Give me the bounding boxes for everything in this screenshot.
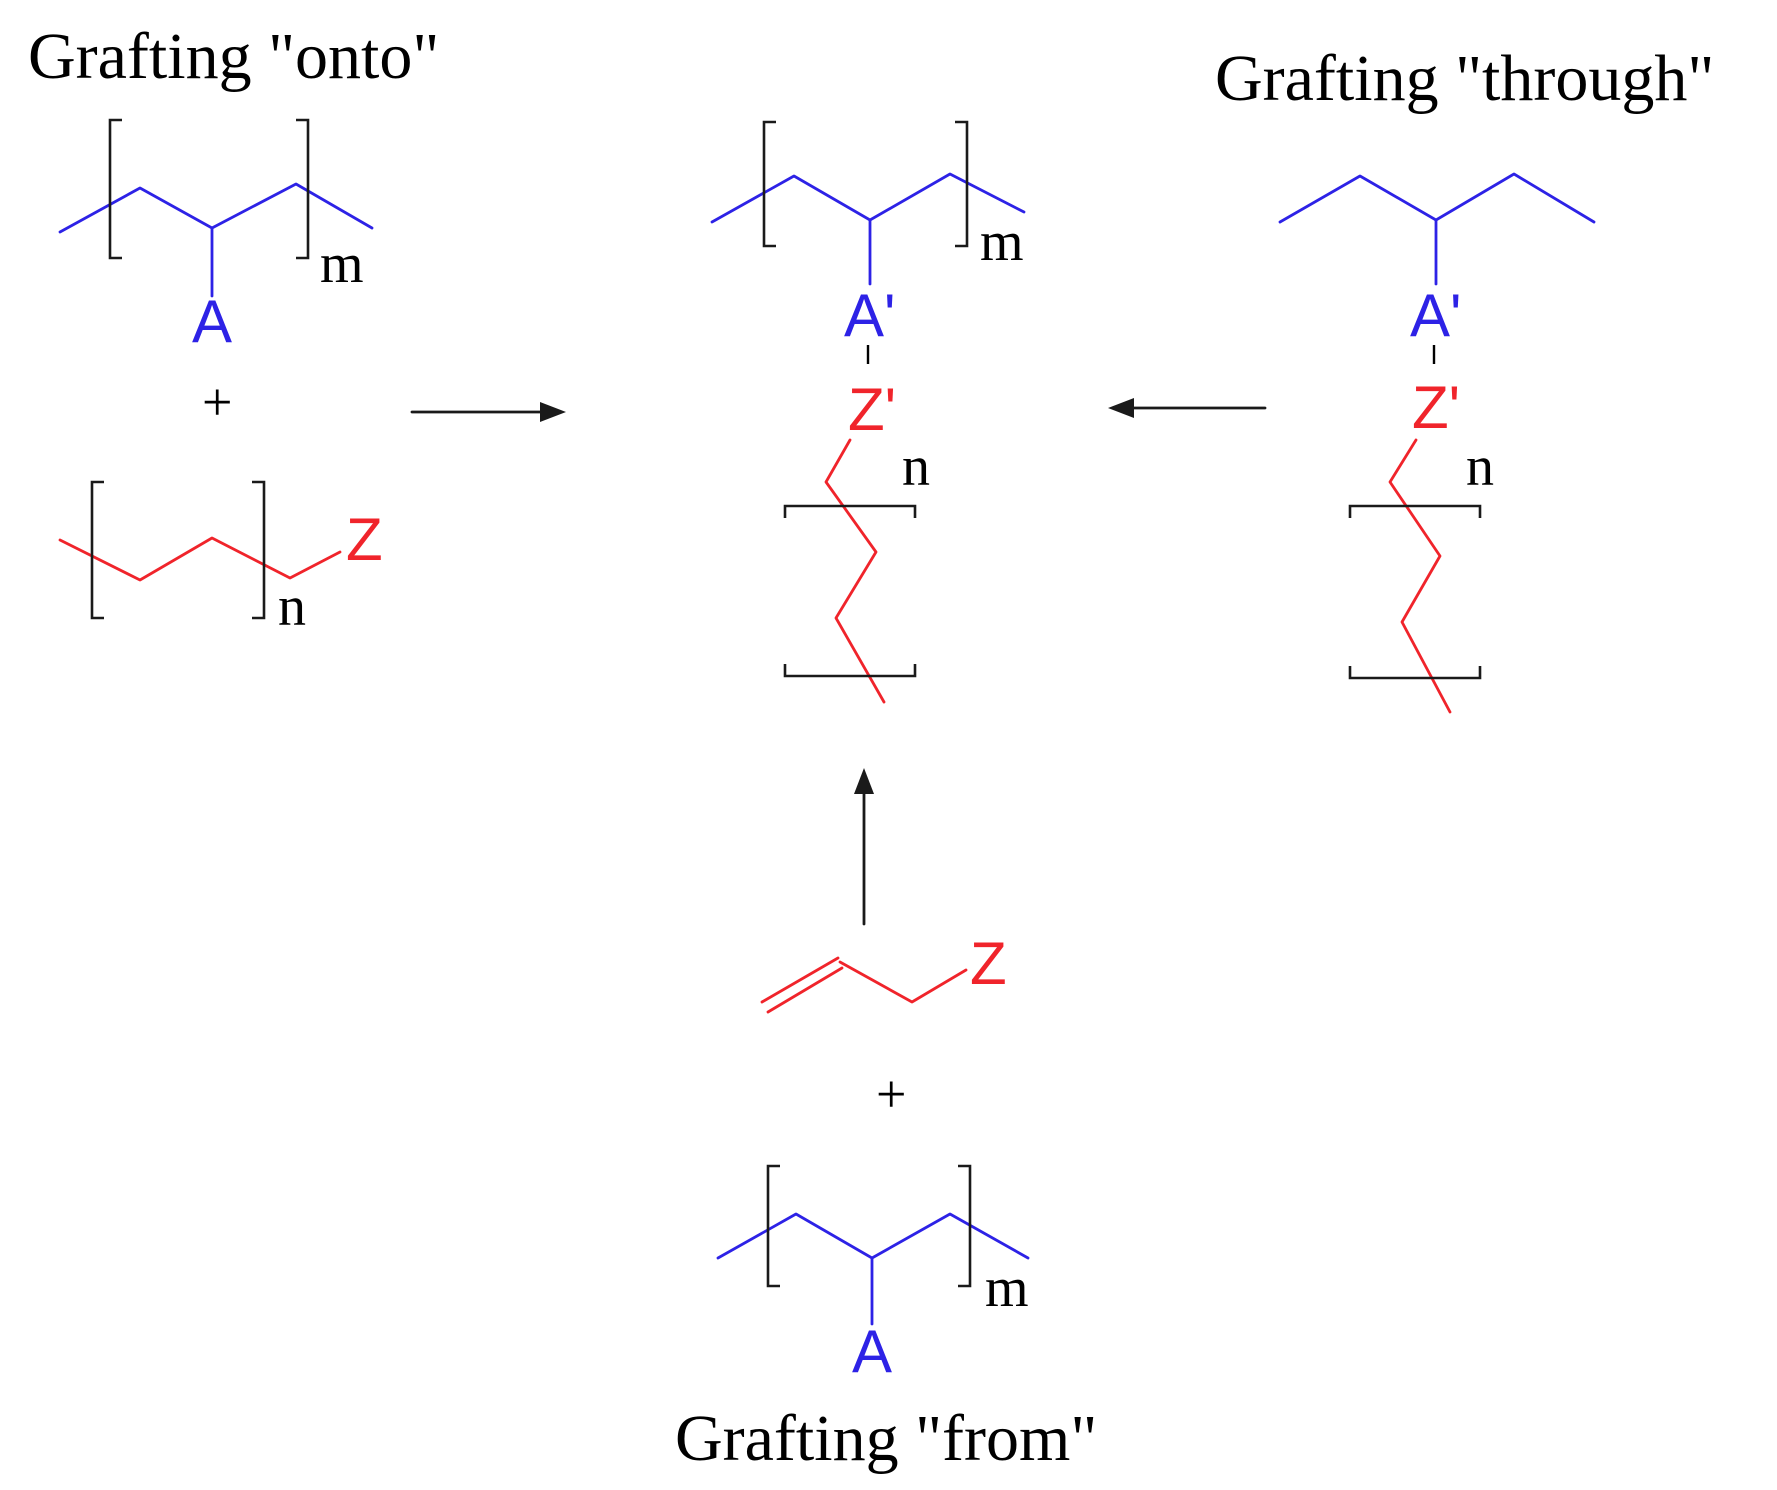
onto-atom-a: A <box>192 288 232 355</box>
from-backbone-left-bracket <box>766 1164 780 1288</box>
arrow-onto-to-product <box>410 402 566 422</box>
onto-backbone-left-bracket <box>108 118 122 260</box>
through-atom-a-prime: A' <box>1410 282 1461 349</box>
through-graft-top-bracket <box>1348 504 1482 518</box>
arrow-from-head <box>854 768 874 794</box>
onto-sidechain-polymer: n Z <box>58 480 383 638</box>
product-atom-z-prime: Z' <box>848 376 896 443</box>
product-graft-top-bracket <box>783 504 917 518</box>
product-atom-a-prime: A' <box>844 282 895 349</box>
through-atom-z-prime: Z' <box>1412 374 1460 441</box>
label-grafting-from: Grafting "from" <box>675 1402 1097 1475</box>
onto-plus: + <box>202 372 232 432</box>
from-atom-z: Z <box>970 930 1007 997</box>
onto-atom-z: Z <box>346 506 383 573</box>
from-monomer-double-bond-a <box>760 956 840 1004</box>
from-backbone-chain <box>716 1212 1030 1260</box>
onto-backbone-polymer: m A <box>58 118 374 355</box>
label-grafting-through: Grafting "through" <box>1215 42 1714 115</box>
onto-backbone-chain <box>58 182 374 234</box>
from-atom-a: A <box>852 1318 892 1385</box>
onto-sidechain-right-bracket <box>252 480 266 620</box>
through-graft-chain <box>1388 438 1452 714</box>
onto-sidechain-subscript-n: n <box>278 576 306 638</box>
arrow-through-to-product <box>1108 398 1267 418</box>
product-graft-copolymer: m A' Z' n <box>710 120 1026 704</box>
product-subscript-n: n <box>902 436 930 498</box>
label-grafting-onto: Grafting "onto" <box>28 20 439 93</box>
product-backbone-right-bracket <box>955 120 969 248</box>
from-backbone-polymer: m A <box>716 1164 1030 1385</box>
from-monomer-double-bond-b <box>766 966 844 1014</box>
onto-backbone-subscript-m: m <box>320 233 364 295</box>
product-graft-chain <box>824 438 886 704</box>
from-backbone-right-bracket <box>958 1164 972 1288</box>
from-monomer: Z <box>760 930 1007 1014</box>
onto-backbone-right-bracket <box>296 118 310 260</box>
onto-sidechain-chain <box>58 536 342 582</box>
through-subscript-n: n <box>1466 436 1494 498</box>
product-graft-bottom-bracket <box>783 664 917 678</box>
from-monomer-chain <box>838 960 968 1004</box>
from-plus: + <box>876 1064 906 1124</box>
product-backbone-left-bracket <box>762 120 776 248</box>
arrow-onto-head <box>540 402 566 422</box>
arrow-through-head <box>1108 398 1134 418</box>
product-subscript-m: m <box>980 211 1024 273</box>
through-macromonomer: A' Z' n <box>1278 172 1596 714</box>
onto-sidechain-left-bracket <box>90 480 104 620</box>
product-backbone-chain <box>710 172 1026 224</box>
through-graft-bottom-bracket <box>1348 666 1482 680</box>
through-backbone-chain <box>1278 172 1596 224</box>
arrow-from-to-product <box>854 768 874 926</box>
from-backbone-subscript-m: m <box>985 1257 1029 1319</box>
